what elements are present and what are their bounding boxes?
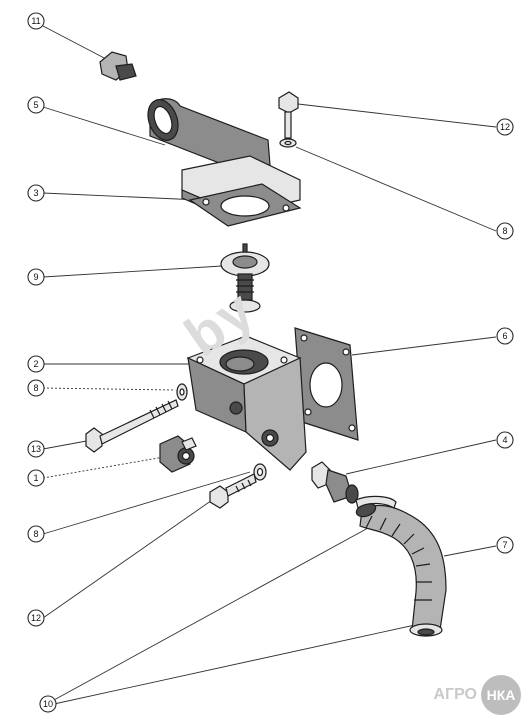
leader-8c: [42, 471, 251, 535]
leader-11: [42, 25, 109, 61]
callout-6-label: 6: [502, 331, 507, 341]
callout-12-top-label: 12: [500, 122, 510, 132]
callout-12-top: 12: [496, 118, 514, 136]
leader-10a: [53, 527, 369, 701]
part-bolt-12-bottom: [209, 473, 257, 509]
leader-12b: [42, 497, 216, 619]
part-union-1: [159, 435, 197, 473]
part-washer-8-bottom: [253, 463, 267, 481]
part-side-gasket-6: [294, 327, 359, 441]
leader-3: [42, 192, 201, 201]
leader-12a: [297, 103, 497, 128]
callout-8-right-label: 8: [502, 226, 507, 236]
callout-1-label: 1: [33, 473, 38, 483]
callout-13: 13: [27, 440, 45, 458]
callout-8-bottom: 8: [27, 525, 45, 543]
part-bolt-12-top: [278, 91, 299, 139]
callout-5: 5: [27, 96, 45, 114]
callout-2-label: 2: [33, 359, 38, 369]
callout-8-right: 8: [496, 222, 514, 240]
callout-10: 10: [39, 695, 57, 713]
part-gasket-3: [188, 183, 302, 227]
part-hose-7: [355, 495, 447, 637]
leader-4: [345, 439, 497, 475]
callout-8-bottom-label: 8: [33, 529, 38, 539]
leader-5: [42, 106, 166, 146]
callout-7: 7: [496, 536, 514, 554]
callout-8-left: 8: [27, 379, 45, 397]
callout-13-label: 13: [31, 444, 41, 454]
part-housing-2: [186, 335, 307, 471]
leader-10b: [53, 624, 416, 705]
callout-7-label: 7: [502, 540, 507, 550]
callout-12-bottom-label: 12: [31, 613, 41, 623]
leader-9: [42, 265, 223, 278]
leader-7: [443, 545, 497, 557]
callout-4: 4: [496, 431, 514, 449]
brand-text: АГРО: [433, 686, 477, 703]
callout-11: 11: [27, 12, 45, 30]
brand-logo: АГРО НКА: [433, 675, 521, 715]
leader-6: [351, 336, 497, 356]
callout-8-left-label: 8: [33, 383, 38, 393]
callout-5-label: 5: [33, 100, 38, 110]
callout-11-label: 11: [31, 16, 40, 26]
leader-8b: [42, 387, 175, 391]
part-long-bolt-13: [85, 399, 179, 453]
callout-2: 2: [27, 355, 45, 373]
callout-3-label: 3: [33, 188, 38, 198]
leader-1: [42, 456, 165, 479]
callout-3: 3: [27, 184, 45, 202]
part-washer-8-left: [176, 383, 188, 401]
callout-1: 1: [27, 469, 45, 487]
part-thermostat-9: [220, 243, 270, 313]
part-washer-8-top: [279, 138, 297, 148]
brand-badge: НКА: [481, 675, 521, 715]
part-plug-11: [99, 51, 137, 81]
callout-4-label: 4: [502, 435, 507, 445]
callout-6: 6: [496, 327, 514, 345]
leader-lines: [42, 25, 497, 705]
callout-12-bottom: 12: [27, 609, 45, 627]
part-nipple-4: [311, 461, 359, 504]
callout-10-label: 10: [43, 699, 53, 709]
leader-13: [42, 439, 93, 450]
callout-9-label: 9: [33, 272, 38, 282]
callout-9: 9: [27, 268, 45, 286]
leader-8a: [295, 146, 497, 232]
